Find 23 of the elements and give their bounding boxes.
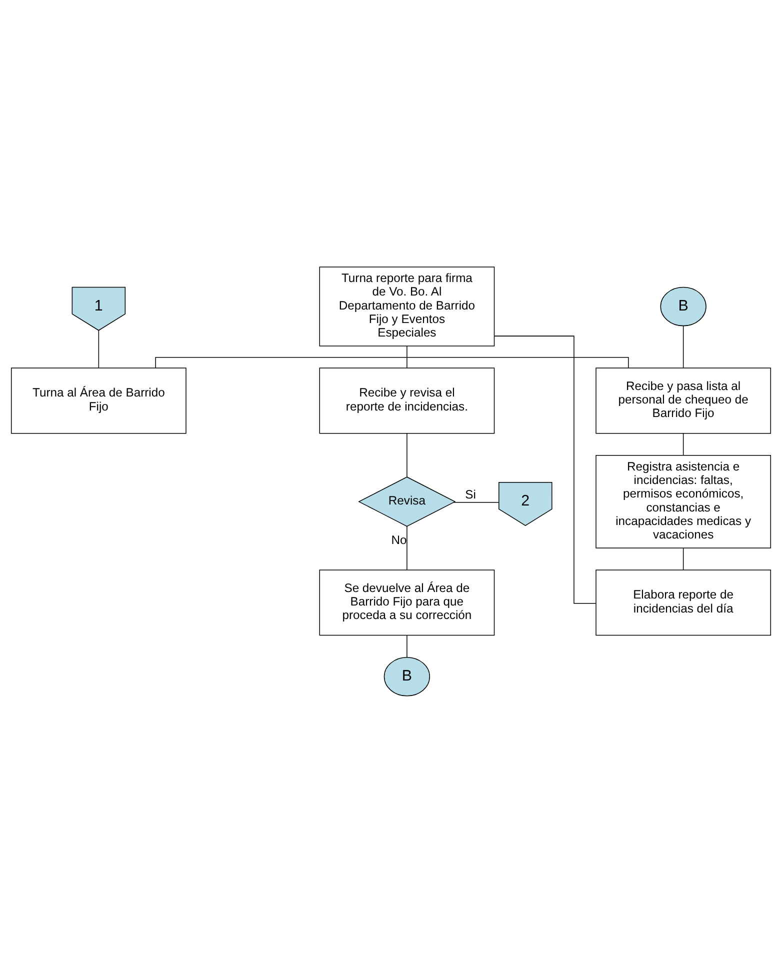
connector: [453, 501, 500, 502]
node-box: Recibe y pasa lista al personal de chequeo de Barrido Fijo: [596, 367, 772, 434]
node-box: Turna al Área de Barrido Fijo: [10, 367, 186, 434]
connector: [406, 525, 408, 570]
connector: [155, 356, 629, 368]
connector: [682, 432, 684, 455]
node-diamond: Revisa: [358, 476, 456, 526]
connector: [406, 432, 408, 477]
node-box: Turna reporte para firma de Vo. Bo. Al Departamento de Barrido Fijo y Eventos Especiales: [319, 266, 495, 346]
node-box: Elabora reporte de incidencias del día: [596, 569, 772, 636]
edge-label: No: [391, 532, 407, 547]
connector: [494, 335, 596, 604]
node-ellipse: B: [384, 656, 430, 696]
connector: [98, 330, 100, 368]
connector: [682, 547, 684, 570]
node-box: Recibe y revisa el reporte de incidencias.: [319, 367, 495, 434]
connector: [406, 634, 408, 658]
edge-label: Si: [465, 486, 476, 501]
connector: [406, 345, 408, 368]
node-box: Se devuelve al Área de Barrido Fijo para que proceda a su corrección: [319, 569, 495, 636]
connector: [682, 325, 684, 368]
node-box: Registra asistencia e incidencias: faltas, permisos económicos, constancias e incapacidades medicas y vacaciones: [596, 454, 772, 548]
node-ellipse: B: [660, 286, 706, 326]
